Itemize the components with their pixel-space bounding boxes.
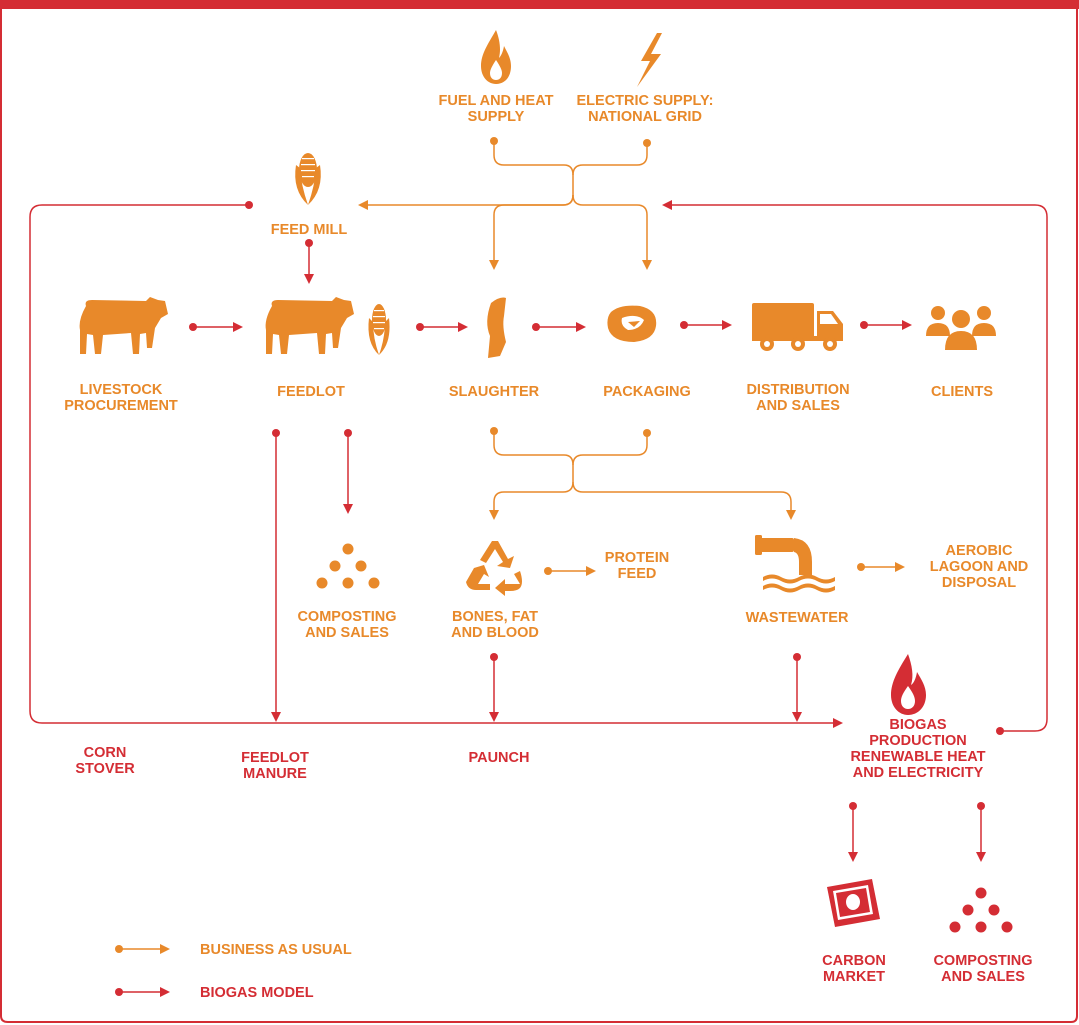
biogas-label: BIOGAS PRODUCTION RENEWABLE HEAT AND ELE…: [850, 717, 986, 781]
clients-label: CLIENTS: [930, 384, 994, 400]
protein-label: PROTEIN FEED: [604, 550, 670, 582]
livestock-label: LIVESTOCK PROCUREMENT: [64, 382, 178, 414]
distribution-label: DISTRIBUTION AND SALES: [746, 382, 850, 414]
pile-icon: [316, 543, 380, 589]
composting-sales-label: COMPOSTING AND SALES: [933, 953, 1033, 985]
steak-icon: [607, 305, 657, 342]
slaughter-label: SLAUGHTER: [448, 384, 540, 400]
corn-icon: [295, 153, 321, 205]
paunch-label: PAUNCH: [468, 750, 530, 766]
pile-icon: [949, 887, 1013, 933]
feedlot-label: FEEDLOT: [277, 384, 345, 400]
legend-biogas-arrow: [115, 987, 170, 997]
aerobic-label: AEROBIC LAGOON AND DISPOSAL: [929, 543, 1029, 591]
cow-icon: [79, 297, 168, 354]
feedlot-manure-label: FEEDLOT MANURE: [241, 750, 309, 782]
legend-biogas-label: BIOGAS MODEL: [200, 985, 314, 1001]
legend-bau-label: BUSINESS AS USUAL: [200, 942, 352, 958]
pipe-icon: [755, 535, 835, 593]
carcass-icon: [487, 297, 506, 358]
recycle-icon: [466, 541, 522, 596]
carbon-market-label: CARBON MARKET: [822, 953, 886, 985]
banknote-icon: [827, 879, 880, 927]
flame-icon: [481, 30, 511, 84]
composting-label: COMPOSTING AND SALES: [297, 609, 397, 641]
fuel-heat-label: FUEL AND HEAT SUPPLY: [438, 93, 554, 125]
corn-icon: [368, 304, 390, 355]
feed-mill-label: FEED MILL: [270, 222, 348, 238]
biogas-flows: [29, 200, 1048, 862]
bones-label: BONES, FAT AND BLOOD: [451, 609, 539, 641]
people-icon: [926, 306, 996, 350]
lightning-icon: [637, 33, 662, 87]
wastewater-label: WASTEWATER: [745, 610, 849, 626]
cow-icon: [265, 297, 354, 354]
electric-supply-label: ELECTRIC SUPPLY: NATIONAL GRID: [576, 93, 714, 125]
flame-icon: [891, 654, 926, 715]
truck-icon: [752, 303, 843, 351]
corn-stover-label: CORN STOVER: [75, 745, 135, 777]
legend-bau-arrow: [115, 944, 170, 954]
packaging-label: PACKAGING: [603, 384, 691, 400]
bau-flows: [358, 137, 905, 576]
